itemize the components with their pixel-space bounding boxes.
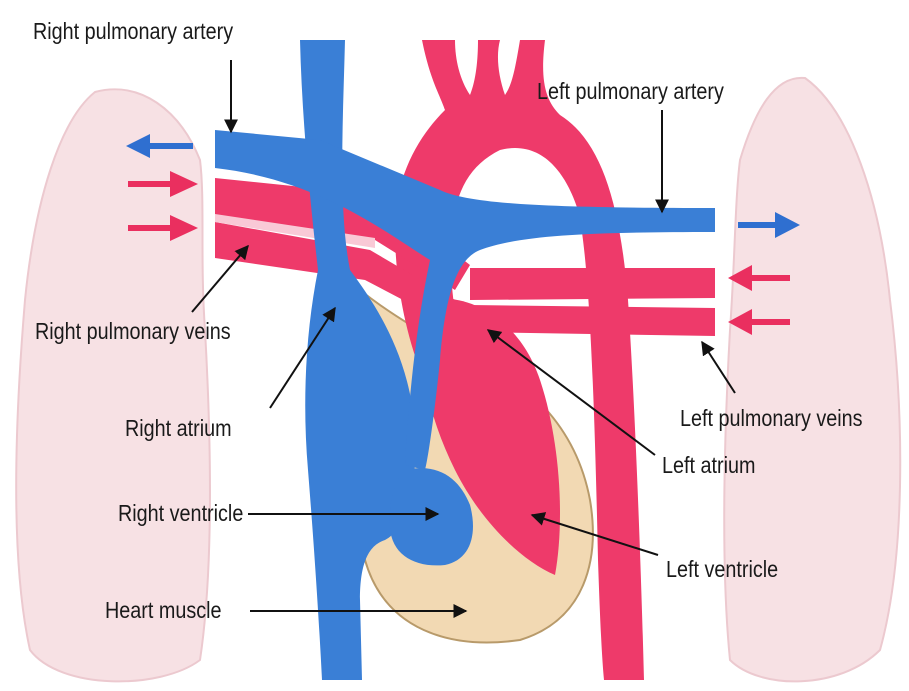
label-right-ventricle: Right ventricle bbox=[118, 500, 243, 526]
label-left-pulmonary-artery: Left pulmonary artery bbox=[537, 78, 724, 104]
left-pulmonary-veins-shape bbox=[470, 268, 715, 300]
left-lung bbox=[724, 78, 900, 682]
label-left-atrium: Left atrium bbox=[662, 452, 755, 478]
label-left-ventricle: Left ventricle bbox=[666, 556, 778, 582]
label-right-atrium: Right atrium bbox=[125, 415, 232, 441]
label-heart-muscle: Heart muscle bbox=[105, 597, 222, 623]
label-left-pulmonary-veins: Left pulmonary veins bbox=[680, 405, 863, 431]
label-right-pulmonary-artery: Right pulmonary artery bbox=[33, 18, 233, 44]
label-right-pulmonary-veins: Right pulmonary veins bbox=[35, 318, 231, 344]
left-pulmonary-vein-2 bbox=[470, 305, 715, 336]
